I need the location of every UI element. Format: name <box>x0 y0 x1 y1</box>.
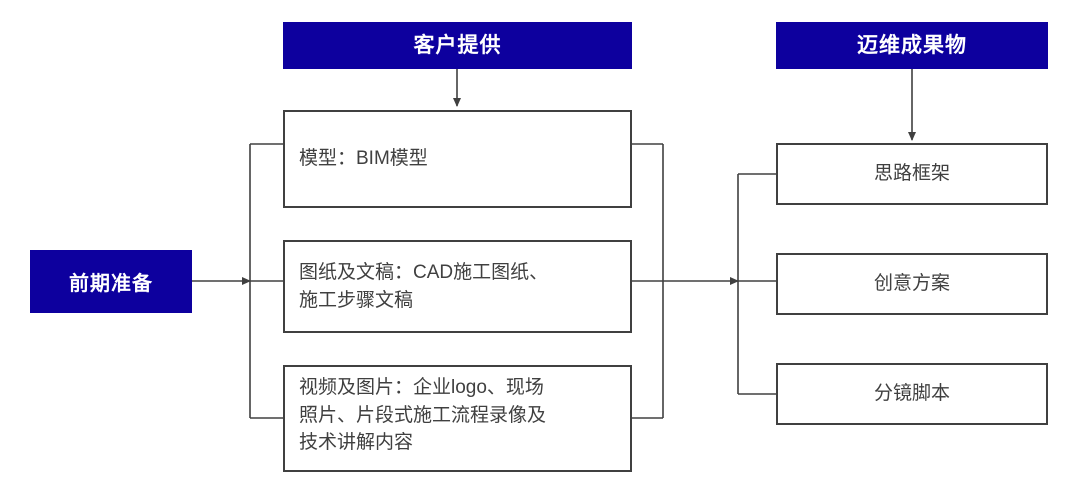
header-client-provided[interactable]: 客户提供 <box>283 22 632 69</box>
input-box-drawings-documents[interactable]: 图纸及文稿：CAD施工图纸、 施工步骤文稿 <box>283 240 632 333</box>
stage-preliminary-preparation[interactable]: 前期准备 <box>30 250 192 313</box>
output-box-framework[interactable]: 思路框架 <box>776 143 1048 205</box>
output-box-storyboard-script-label: 分镜脚本 <box>873 383 950 405</box>
inputs-merge-connector <box>632 143 664 419</box>
header-client-provided-label: 客户提供 <box>413 33 502 57</box>
right-bracket-connector <box>737 173 776 395</box>
input-box-video-images[interactable]: 视频及图片：企业logo、现场 照片、片段式施工流程录像及 技术讲解内容 <box>283 365 632 472</box>
output-box-storyboard-script[interactable]: 分镜脚本 <box>776 363 1048 425</box>
input-box-drawings-documents-label: 图纸及文稿：CAD施工图纸、 施工步骤文稿 <box>299 261 549 311</box>
output-box-creative-plan[interactable]: 创意方案 <box>776 253 1048 315</box>
input-box-video-images-label: 视频及图片：企业logo、现场 照片、片段式施工流程录像及 技术讲解内容 <box>299 377 547 454</box>
header-maiwei-deliverables[interactable]: 迈维成果物 <box>776 22 1048 69</box>
input-box-model[interactable]: 模型：BIM模型 <box>283 110 632 208</box>
stage-preliminary-preparation-label: 前期准备 <box>69 273 153 295</box>
header-maiwei-deliverables-label: 迈维成果物 <box>857 33 967 57</box>
input-box-model-label: 模型：BIM模型 <box>299 148 428 170</box>
output-box-framework-label: 思路框架 <box>873 163 950 185</box>
left-bracket-connector <box>249 143 283 419</box>
output-box-creative-plan-label: 创意方案 <box>873 273 950 295</box>
